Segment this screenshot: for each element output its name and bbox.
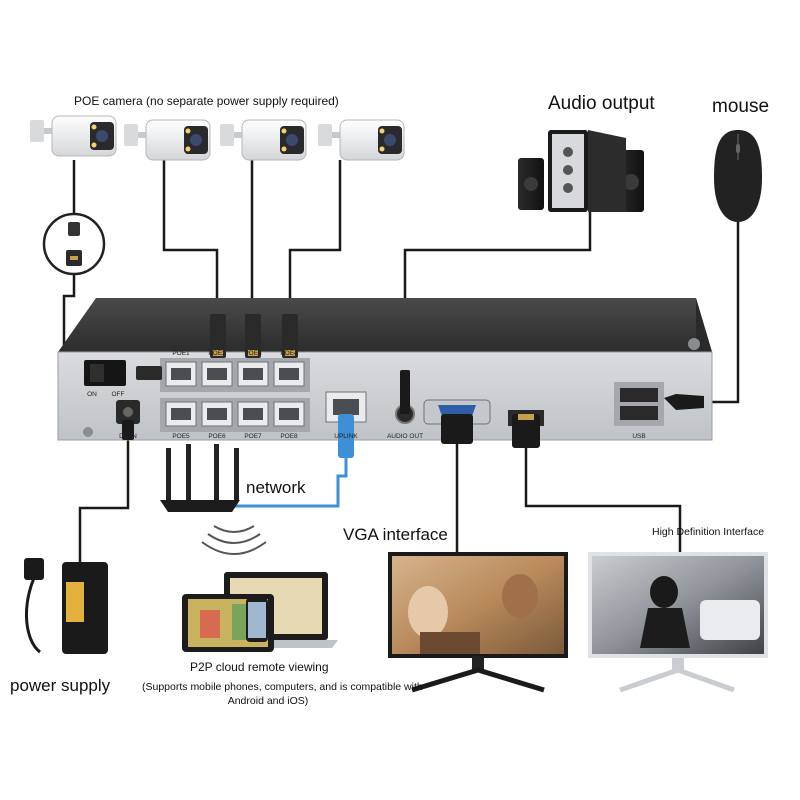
poe-port-label: POE1 bbox=[172, 350, 190, 357]
network-label: network bbox=[246, 478, 306, 497]
poe-port-label: POE2 bbox=[208, 350, 226, 357]
rj45-connector-zoom bbox=[42, 212, 106, 276]
camera2-cable bbox=[162, 160, 219, 318]
monitor-icon bbox=[588, 552, 768, 693]
uplink-label: UPLINK bbox=[334, 433, 358, 440]
audio-plug bbox=[400, 370, 410, 414]
power-adapter-icon bbox=[24, 558, 108, 654]
poe-port-label: POE6 bbox=[208, 433, 226, 440]
uplink-plug bbox=[338, 414, 354, 458]
usb-plug bbox=[664, 394, 704, 410]
hdmi-cable bbox=[524, 446, 682, 556]
monitor-icon bbox=[388, 552, 568, 693]
speaker-icon bbox=[518, 130, 644, 212]
poe-port-block bbox=[160, 358, 310, 432]
usb-port[interactable] bbox=[620, 388, 658, 402]
switch-on-label: ON bbox=[87, 391, 97, 398]
usb-label: USB bbox=[632, 433, 645, 440]
hdmi-plug bbox=[512, 414, 540, 448]
p2p-note-line1: (Supports mobile phones, computers, and … bbox=[142, 681, 423, 693]
vga-plug bbox=[441, 414, 473, 444]
bullet-camera-icon bbox=[318, 119, 405, 161]
p2p-note-line2: Android and iOS) bbox=[227, 695, 309, 707]
nvr-top-cover bbox=[58, 298, 712, 352]
bullet-camera-icon bbox=[124, 119, 211, 161]
dc-in-label: DC IN bbox=[119, 433, 137, 440]
camera4-cable bbox=[288, 160, 342, 318]
p2p-title: P2P cloud remote viewing bbox=[190, 660, 329, 674]
camera-cables bbox=[62, 160, 740, 566]
poe-port-label: POE3 bbox=[244, 350, 262, 357]
audio-output-label: Audio output bbox=[548, 93, 655, 114]
audio-out-label: AUDIO OUT bbox=[387, 433, 423, 440]
switch-off-label: OFF bbox=[112, 391, 125, 398]
poe-port-label: POE8 bbox=[280, 433, 298, 440]
phone-icon bbox=[246, 598, 268, 642]
power-cable bbox=[78, 432, 130, 566]
hdmi-interface-label: High Definition Interface bbox=[652, 526, 765, 538]
mouse-icon bbox=[714, 130, 762, 222]
router-icon bbox=[160, 444, 240, 512]
poe-camera-label: POE camera (no separate power supply req… bbox=[74, 94, 339, 108]
power-supply-label: power supply bbox=[10, 676, 111, 695]
mouse-label: mouse bbox=[712, 96, 770, 117]
poe-port-label: POE4 bbox=[280, 350, 298, 357]
rj45-plugs bbox=[136, 314, 298, 380]
bullet-camera-icon bbox=[220, 119, 307, 161]
poe-port-label: POE7 bbox=[244, 433, 262, 440]
wifi-signal-icon bbox=[201, 525, 267, 555]
mouse-cable bbox=[702, 222, 740, 404]
usb-port[interactable] bbox=[620, 406, 658, 420]
poe-port-label: POE5 bbox=[172, 433, 190, 440]
p2p-note: (Supports mobile phones, computers, and … bbox=[142, 680, 423, 708]
bullet-camera-icon bbox=[30, 115, 117, 157]
nvr-back-panel bbox=[57, 351, 713, 441]
vga-interface-label: VGA interface bbox=[343, 525, 448, 544]
